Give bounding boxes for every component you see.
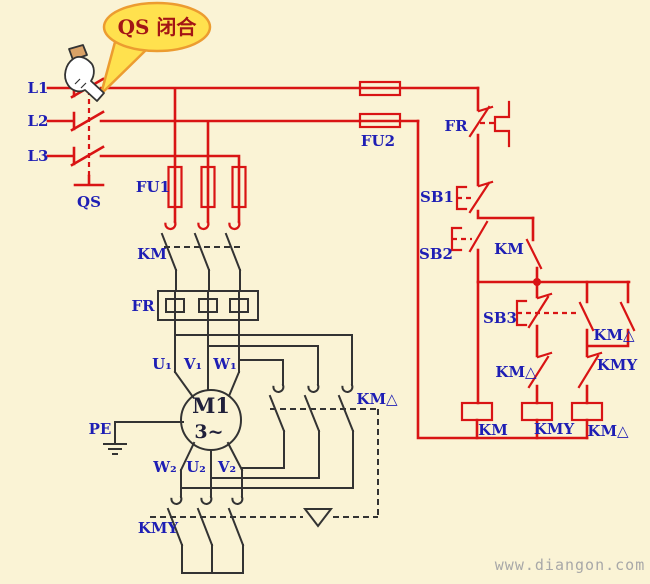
label-w1: W₁	[212, 355, 236, 373]
label-v2: V₂	[217, 458, 236, 476]
km-delta-contacts	[180, 383, 379, 517]
callout-text: QS 闭合	[118, 15, 198, 39]
watermark: www.diangon.com	[495, 556, 645, 574]
label-kmy-nc: KMY	[597, 356, 638, 374]
label-kmy-main: KMY	[138, 519, 179, 537]
fr-heater-symbol	[493, 100, 511, 148]
label-sb1: SB1	[420, 188, 454, 206]
label-v1: V₁	[183, 355, 202, 373]
qs-switch	[73, 72, 105, 187]
motor-phase: 3~	[194, 421, 223, 443]
label-fu1: FU1	[136, 178, 170, 196]
label-fr-main: FR	[131, 297, 155, 315]
control-circuit	[416, 86, 636, 440]
label-w2: W₂	[152, 458, 176, 476]
label-coil-km: KM	[478, 421, 508, 439]
label-km-delta-aux: KM△	[593, 326, 635, 344]
kmy-contacts	[150, 495, 378, 574]
label-l2: L2	[28, 112, 49, 130]
kmy-coil	[520, 401, 554, 422]
coils	[460, 401, 604, 422]
motor-name: M1	[192, 393, 230, 418]
label-fr-ctrl: FR	[444, 117, 468, 135]
fr-overload-element	[157, 290, 259, 321]
label-km-main: KM	[137, 245, 167, 263]
label-coil-kmy: KMY	[534, 420, 575, 438]
label-u1: U₁	[152, 355, 172, 373]
label-fu2: FU2	[361, 132, 395, 150]
label-km-delta-main: KM△	[356, 390, 398, 408]
km-main-contacts	[160, 232, 242, 292]
pe-ground	[103, 421, 184, 455]
label-sb2: SB2	[419, 245, 453, 263]
hand-pointer-icon	[64, 44, 105, 102]
motor-bottom-wires	[179, 441, 244, 498]
label-km-delta-nc: KM△	[495, 363, 537, 381]
label-u2: U₂	[186, 458, 206, 476]
label-l3: L3	[28, 147, 49, 165]
km-delta-coil	[570, 401, 604, 422]
callout-bubble: QS 闭合	[99, 1, 212, 96]
km-coil	[460, 401, 494, 422]
fu1-fuses	[164, 165, 247, 230]
labels: L1 L2 L3 QS FU1 KM FR FU2 U₁ V₁ W₁ M1 3~…	[28, 79, 638, 537]
label-km-aux: KM	[494, 240, 524, 258]
label-pe: PE	[89, 420, 112, 438]
label-sb3: SB3	[483, 309, 517, 327]
label-coil-km-delta: KM△	[587, 422, 629, 440]
label-qs: QS	[77, 193, 101, 211]
fu2-fuses	[358, 80, 480, 129]
label-l1: L1	[28, 79, 49, 97]
delta-linkage-icon	[302, 508, 334, 528]
motor-feed-wires	[173, 319, 353, 399]
